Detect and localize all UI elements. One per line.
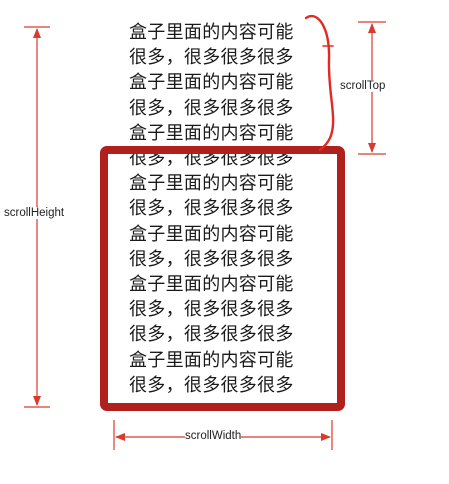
content-line: 盒子里面的内容可能: [129, 122, 294, 144]
content-line: 盒子里面的内容可能: [129, 223, 294, 245]
scrolled-area-bracket: [304, 15, 335, 152]
content-line: 盒子里面的内容可能: [129, 349, 294, 371]
content-line: 很多，很多很多很多: [129, 299, 294, 321]
content-line: 很多，很多很多很多: [129, 198, 294, 220]
content-line: 盒子里面的内容可能: [129, 173, 294, 195]
content-line: 很多，很多很多很多: [129, 47, 294, 69]
scroll-top-label: scrollTop: [340, 80, 386, 92]
scroll-top-arrow-up-icon: [368, 23, 376, 33]
scroll-top-arrow-down-icon: [368, 143, 376, 153]
content-line: 很多，很多很多很多: [129, 248, 294, 270]
scroll-width-label: scrollWidth: [185, 430, 242, 442]
content-line: 很多，很多很多很多: [129, 97, 294, 119]
content-line: 盒子里面的内容可能: [129, 274, 294, 295]
scroll-width-arrow-right-icon: [321, 433, 331, 441]
content-line: 很多，很多很多很多: [129, 324, 294, 346]
content-line: 盒子里面的内容可能: [129, 22, 294, 43]
visible-box: [100, 146, 345, 411]
scroll-height-arrow-up-icon: [33, 28, 41, 38]
content-line: 很多，很多很多很多: [129, 374, 294, 396]
scroll-width-arrow-left-icon: [115, 433, 125, 441]
scroll-height-label: scrollHeight: [4, 207, 65, 219]
scroll-height-arrow-down-icon: [33, 396, 41, 406]
content-line: 盒子里面的内容可能: [129, 72, 294, 94]
